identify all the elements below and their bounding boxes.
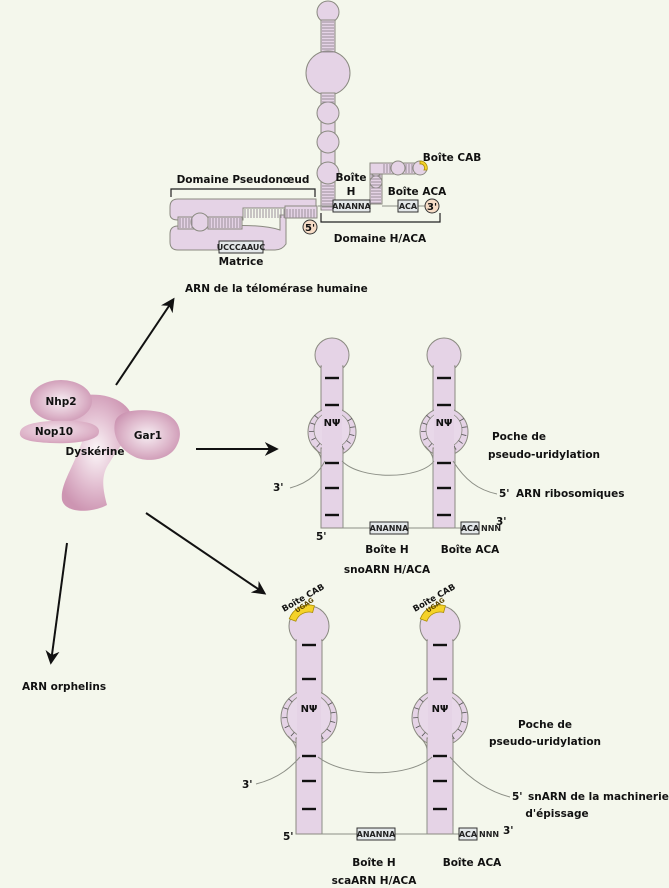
hi-aca-bracket — [320, 213, 441, 223]
scaarn-target-label-1: snARN de la machinerie — [528, 791, 669, 803]
snoarn-pocket-label-2: pseudo-uridylation — [488, 449, 600, 461]
box-aca — [458, 827, 478, 841]
snoarn-5prime: 5' — [316, 531, 327, 543]
pseudoknot-domain — [169, 198, 318, 251]
snoarn-target-prime: 5' — [499, 488, 510, 500]
hi-aca-hairpin — [369, 160, 428, 205]
arrow-to-orphans — [45, 542, 68, 665]
telomerase-stem — [305, 0, 351, 211]
box-aca-label: Boîte ACA — [388, 186, 447, 198]
snoarn-3prime-left: 3' — [273, 482, 284, 494]
snoarn-target-label: ARN ribosomiques — [516, 488, 625, 500]
hairpin-1: NΨ — [307, 337, 357, 529]
three-prime-text: 3' — [427, 202, 437, 213]
scaarn-labels: Poche de pseudo-uridylation 5' snARN de … — [242, 719, 669, 887]
hi-aca-protein-complex: Nhp2 Nop10 Gar1 Dyskérine — [19, 380, 180, 511]
snoarn-pocket-label-1: Poche de — [492, 431, 546, 443]
arrow-to-scaarn — [145, 512, 267, 595]
snoarn-box-h-label: Boîte H — [365, 544, 408, 556]
scaarn-target-prime: 5' — [512, 791, 523, 803]
telomerase-title: ARN de la télomérase humaine — [185, 283, 368, 295]
snoarn-labels: Poche de pseudo-uridylation 5' ARN ribos… — [273, 431, 625, 576]
box-h-label-line2: H — [347, 186, 356, 198]
scaarn-box-h-label: Boîte H — [352, 857, 395, 869]
five-prime-text: 5' — [305, 223, 315, 234]
box-aca-sequence: ACA — [461, 524, 480, 533]
hairpin-2: NΨ — [419, 337, 469, 529]
scaarn-pocket-label-2: pseudo-uridylation — [489, 736, 601, 748]
scaarn-3prime-right: 3' — [503, 825, 514, 837]
box-h — [356, 827, 396, 841]
psi-label: NΨ — [436, 418, 453, 429]
psi-label: NΨ — [301, 704, 318, 715]
scaarn-box-aca-label: Boîte ACA — [443, 857, 502, 869]
protein-dyskerin: Dyskérine — [65, 446, 124, 458]
box-h — [369, 521, 409, 535]
box-h-label-line1: Boîte — [336, 172, 367, 184]
pseudoknot-domain-label: Domaine Pseudonœud — [177, 174, 310, 186]
box-aca-sequence: ACA — [459, 830, 478, 839]
three-prime-marker — [424, 198, 440, 214]
box-aca — [460, 521, 480, 535]
nop10-shape — [19, 420, 100, 444]
box-cab-label: Boîte CAB — [423, 152, 481, 164]
protein-gar1: Gar1 — [134, 430, 162, 442]
telomerase-box-aca-seq: ACA — [399, 202, 418, 211]
snoarn-3prime-right: 3' — [496, 516, 507, 528]
scaarn-target-label-2: d'épissage — [525, 808, 588, 820]
telomerase-box-h — [332, 199, 371, 213]
box-h-sequence: ANANNA — [370, 524, 409, 533]
psi-label: NΨ — [432, 704, 449, 715]
target-rna-strand — [255, 756, 511, 798]
box-h-sequence: ANANNA — [357, 830, 396, 839]
arrow-to-telomerase — [115, 297, 175, 386]
protein-nop10: Nop10 — [35, 426, 73, 438]
pseudoknot-bracket — [170, 188, 316, 197]
telomerase-box-aca — [397, 199, 419, 213]
orphan-rna-label: ARN orphelins — [22, 681, 106, 693]
snoarn-title: snoARN H/ACA — [344, 564, 431, 576]
template-label: Matrice — [219, 256, 264, 268]
scaarn-3prime-left: 3' — [242, 779, 253, 791]
gar1-shape — [114, 410, 180, 460]
tail-sequence: NNN — [481, 524, 501, 533]
hi-aca-domain-label: Domaine H/ACA — [334, 233, 427, 245]
target-rna-strand — [289, 460, 498, 495]
telomerase-box-h-seq: ANANNA — [332, 202, 371, 211]
template-sequence: UCCCAAUC — [217, 243, 266, 252]
scaarn-pocket-label-1: Poche de — [518, 719, 572, 731]
scaarn-title: scaARN H/ACA — [332, 875, 418, 887]
psi-label: NΨ — [324, 418, 341, 429]
telomerase-rna: ANANNA ACA UCCCAAUC 5' 3' Domaine Pseudo… — [169, 0, 481, 295]
protein-nhp2: Nhp2 — [45, 396, 76, 408]
scaarn-5prime: 5' — [283, 831, 294, 843]
template-box — [218, 240, 264, 254]
snoarn-box-aca-label: Boîte ACA — [441, 544, 500, 556]
five-prime-marker — [302, 219, 318, 235]
tail-sequence: NNN — [479, 830, 499, 839]
nhp2-shape — [30, 380, 92, 422]
